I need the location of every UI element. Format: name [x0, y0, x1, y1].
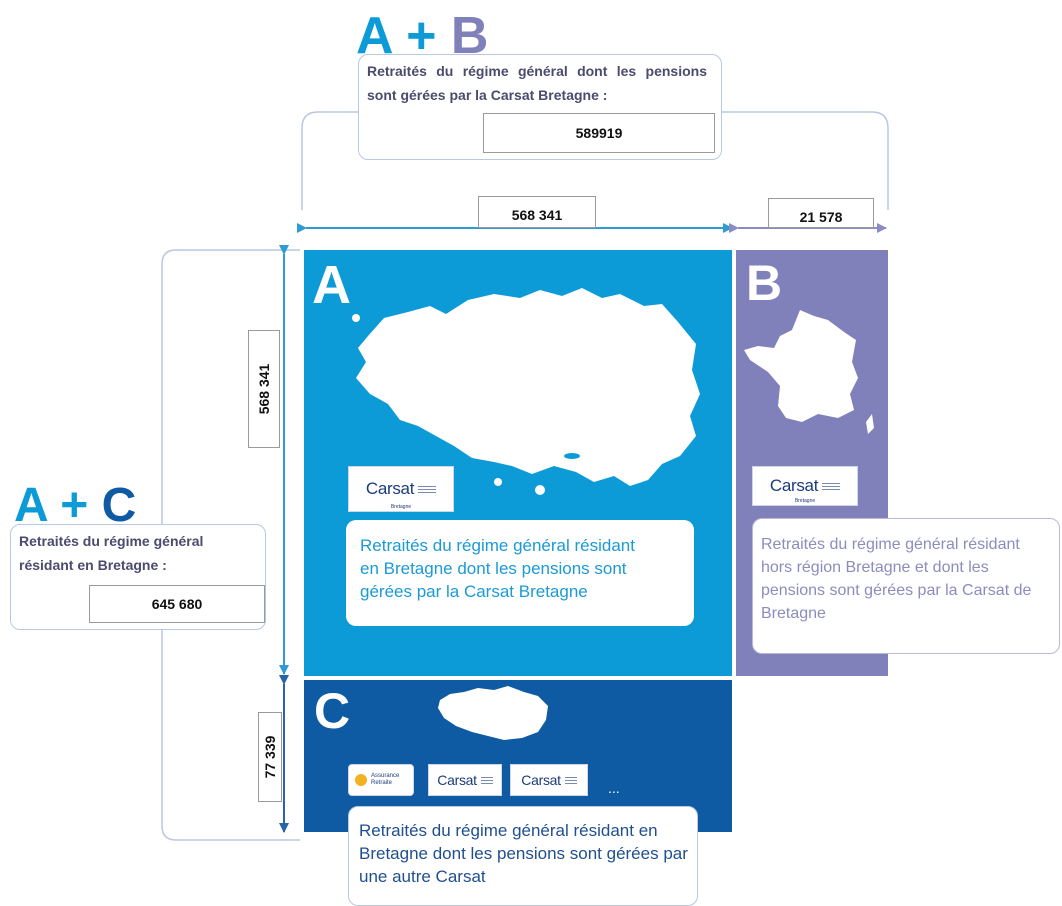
box-a-logo-sub: Bretagne: [390, 504, 412, 510]
left-summary-text: Retraités du régime général résidant en …: [19, 533, 204, 573]
top-summary-value: 589919: [483, 113, 715, 153]
width-b-label: 21 578: [768, 198, 874, 228]
left-summary-value: 645 680: [89, 585, 265, 623]
box-b-logo-sub: Bretagne: [794, 498, 816, 504]
top-summary-text: Retraités du régime général dont les pen…: [367, 63, 707, 103]
brittany-map-icon: [352, 288, 700, 495]
box-a-logo-name: Carsat: [365, 479, 415, 498]
height-c-value: 77 339: [262, 735, 278, 779]
box-a-text: Retraités du régime général résidant en …: [360, 536, 635, 601]
height-c-label: 77 339: [258, 712, 282, 802]
top-heading-b: B: [450, 7, 489, 65]
carsat-logo-3: Carsat: [510, 764, 588, 796]
box-c-card: Retraités du régime général résidant en …: [348, 806, 698, 906]
assurance-retraite-icon: [355, 774, 367, 786]
box-b-logo-name: Carsat: [769, 476, 819, 495]
box-a-carsat-logo: Carsat Bretagne: [348, 466, 454, 512]
box-c-text: Retraités du régime général résidant en …: [359, 821, 688, 886]
logo-lines-icon: [564, 776, 577, 784]
assurance-retraite-logo: Assurance Retraite: [348, 764, 414, 796]
box-a-letter: A: [312, 255, 351, 315]
top-heading-plus: +: [406, 7, 437, 65]
brittany-small-map-icon: [438, 686, 548, 740]
assurance-retraite-text: Assurance Retraite: [371, 773, 400, 786]
logo-lines-icon: [418, 485, 437, 493]
left-summary-card: Retraités du régime général résidant en …: [10, 524, 266, 630]
logo-lines-icon: [822, 482, 841, 490]
carsat-logo-2: Carsat: [428, 764, 502, 796]
logo-lines-icon: [480, 776, 493, 784]
carsat-logo-2-name: Carsat: [437, 772, 477, 788]
box-b-card: Retraités du régime général résidant hor…: [752, 518, 1060, 654]
top-heading: A + B: [356, 10, 488, 62]
left-heading-a: A: [14, 479, 47, 532]
height-a-label: 568 341: [248, 330, 280, 448]
box-a-card: Retraités du régime général résidant en …: [346, 520, 694, 626]
box-a: A Carsat Bretagne Retraités du régime gé…: [304, 250, 732, 676]
height-a-value: 568 341: [256, 363, 272, 415]
carsat-logo-3-name: Carsat: [521, 772, 561, 788]
left-heading-plus: +: [60, 479, 89, 532]
box-b-carsat-logo: Carsat Bretagne: [752, 466, 858, 506]
top-heading-a: A: [356, 7, 392, 65]
box-c-ellipsis: ...: [608, 780, 620, 796]
box-b-letter: B: [746, 255, 783, 311]
france-map-icon: [744, 310, 874, 434]
left-heading-c: C: [101, 479, 137, 532]
left-heading: A + C: [14, 482, 136, 530]
box-b-text: Retraités du régime général résidant hor…: [761, 536, 1032, 622]
top-summary-card: Retraités du régime général dont les pen…: [358, 54, 722, 160]
box-c-letter: C: [314, 683, 351, 739]
width-a-label: 568 341: [478, 196, 596, 228]
